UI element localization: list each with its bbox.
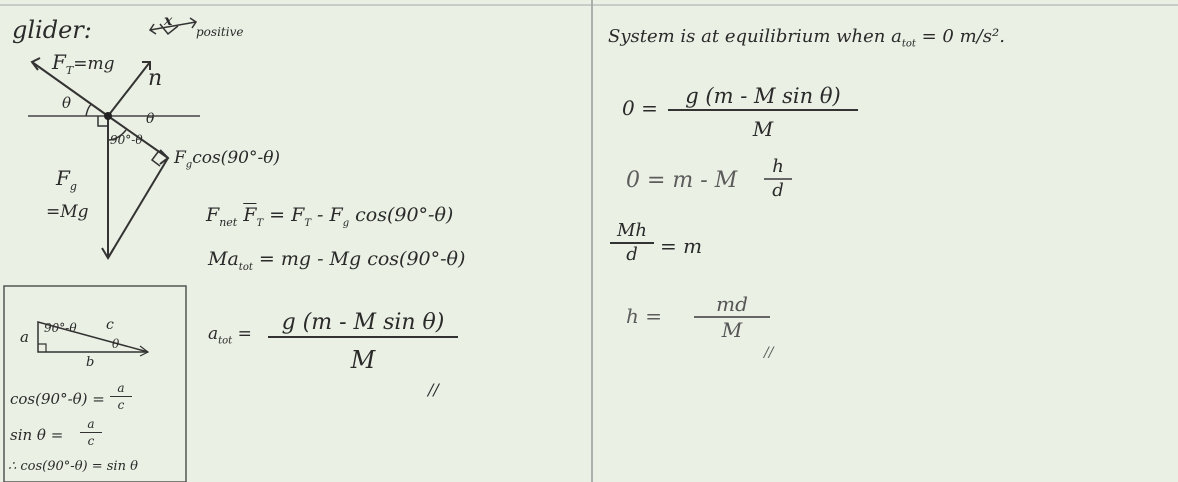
inset-side-c: c <box>106 317 114 333</box>
inset-box <box>3 285 187 482</box>
inset-triangle <box>37 321 149 353</box>
equation-net-force: Fnet FT = FT - Fg cos(90°-θ) <box>206 204 454 229</box>
inset-line-2: sin θ = <box>10 426 64 444</box>
right-eq2-fraction: h d <box>764 158 792 200</box>
axis-right-arrow <box>189 17 198 29</box>
component-vector <box>107 115 169 159</box>
inset-angle-top: 90°-θ <box>44 321 77 335</box>
normal-vector <box>107 61 151 117</box>
right-eq4-lhs: h = <box>626 304 662 328</box>
equilibrium-statement: System is at equilibrium when atot = 0 m… <box>608 26 1005 50</box>
theta-left: θ <box>62 94 72 112</box>
result-mark-left: // <box>428 380 439 399</box>
angle-90-label: 90°-θ <box>110 133 143 147</box>
tension-label: FT=mg <box>52 50 115 77</box>
tension-vector <box>31 61 109 117</box>
gravity-eq: =Mg <box>46 202 89 222</box>
inset-side-b: b <box>86 355 95 370</box>
equation-atot-fraction: g (m - M sin θ) M <box>268 312 458 372</box>
axis-left-arrow <box>148 23 157 35</box>
axis-label: x <box>164 13 173 29</box>
positive-label: positive <box>196 25 244 39</box>
inset-side-a: a <box>20 328 29 346</box>
normal-label: n <box>148 66 163 91</box>
inset-line-1: cos(90°-θ) = <box>10 390 105 408</box>
right-eq2-lhs: 0 = m - M <box>626 168 738 193</box>
equation-newton: Matot = mg - Mg cos(90°-θ) <box>208 248 466 273</box>
theta-arc <box>85 103 93 117</box>
right-eq1-fraction: g (m - M sin θ) M <box>668 86 858 139</box>
glider-label: glider: <box>12 16 92 44</box>
gravity-label: Fg <box>56 166 77 193</box>
inset-arrowhead <box>139 345 150 357</box>
right-eq3-fraction: Mh d <box>610 222 654 264</box>
right-angle-mark <box>97 116 108 127</box>
normal-arrowhead <box>142 61 151 70</box>
tension-arrowhead <box>30 57 41 71</box>
equation-atot-lhs: atot = <box>208 324 252 347</box>
axis-line <box>149 21 197 31</box>
component-arrowhead <box>159 149 170 165</box>
inset-angle-bottom: θ <box>112 337 120 351</box>
inset-right-angle <box>38 343 47 352</box>
right-angle-mark-2 <box>150 151 161 167</box>
theta-right: θ <box>146 111 155 127</box>
angle-arc-90 <box>107 129 127 141</box>
component-projection <box>107 157 169 259</box>
glider-dot <box>104 112 112 120</box>
right-eq1-lhs: 0 = <box>622 96 658 120</box>
inset-line-3: ∴ cos(90°-θ) = sin θ <box>8 459 138 474</box>
right-eq4-fraction: md M <box>694 294 770 340</box>
inset-line-2-fraction: a c <box>80 418 102 447</box>
result-mark-right: // <box>764 345 774 361</box>
fg-component-label: Fgcos(90°-θ) <box>174 148 281 171</box>
inset-line-1-fraction: a c <box>110 382 132 411</box>
right-eq3-rhs: = m <box>660 234 703 258</box>
